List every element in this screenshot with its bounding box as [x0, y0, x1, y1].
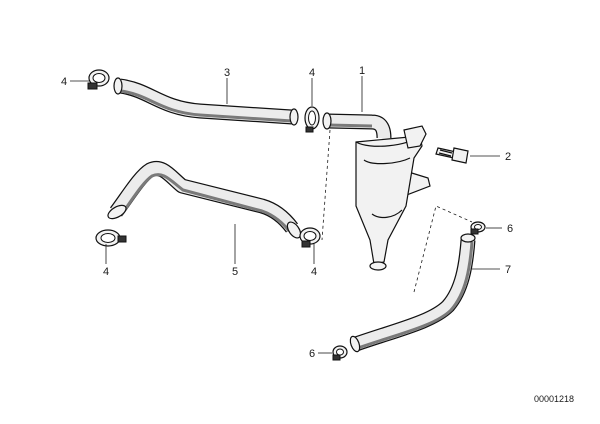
hose-clamp-4-top-middle — [304, 106, 320, 133]
bolt-2 — [435, 147, 469, 164]
hose-clamp-4-lower-middle — [299, 227, 321, 248]
assembly-line-clamp-top — [321, 129, 331, 241]
oil-separator-1 — [322, 112, 431, 271]
hose-5 — [107, 161, 302, 239]
callout-6-right: 6 — [507, 223, 513, 235]
assembly-line-separator-hose7 — [413, 205, 473, 293]
callout-5: 5 — [232, 266, 238, 278]
document-id: 00001218 — [534, 394, 574, 404]
callout-4-lower-left: 4 — [103, 266, 109, 278]
callout-4-lower-middle: 4 — [311, 266, 317, 278]
callout-7: 7 — [505, 264, 511, 276]
hose-clamp-4-top-left — [87, 69, 110, 90]
callout-6-bottom: 6 — [309, 348, 315, 360]
hose-3 — [113, 77, 299, 126]
callout-1: 1 — [359, 65, 365, 77]
hose-7 — [349, 233, 476, 353]
callout-2: 2 — [505, 151, 511, 163]
callout-4-top-left: 4 — [61, 76, 67, 88]
hose-clamp-4-lower-left — [95, 229, 127, 247]
hose-clamp-6-bottom — [332, 345, 348, 361]
hose-clamp-6-right — [470, 221, 486, 235]
callout-4-top-middle: 4 — [309, 67, 315, 79]
callout-3: 3 — [224, 67, 230, 79]
